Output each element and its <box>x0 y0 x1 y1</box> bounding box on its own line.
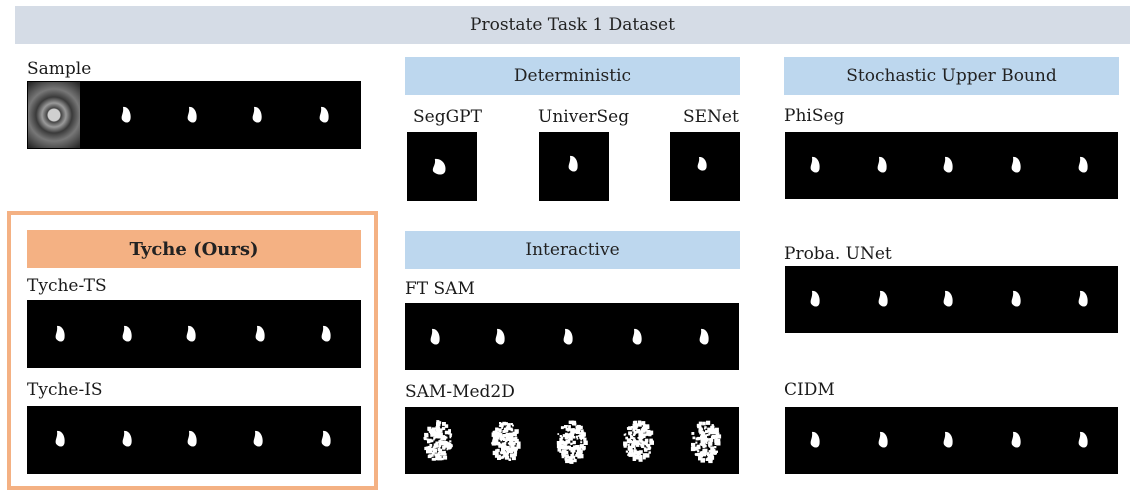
cidm-label: CIDM <box>784 380 835 400</box>
stochastic-header-label: Stochastic Upper Bound <box>846 66 1057 86</box>
sammed2d-mask-3 <box>556 420 588 464</box>
cidm-mask-1 <box>810 431 820 448</box>
tyche-is-mask-4 <box>253 430 263 447</box>
interactive-header-label: Interactive <box>525 240 620 260</box>
tyche-ts-mask-4 <box>255 325 265 342</box>
universeg-label: UniverSeg <box>538 107 630 127</box>
ftsam-mask-2 <box>495 328 505 345</box>
sammed2d-mask-4 <box>623 420 654 462</box>
probaunet-mask-4 <box>1011 290 1021 307</box>
page-title: Prostate Task 1 Dataset <box>470 15 675 35</box>
senet-label: SENet <box>683 107 739 127</box>
ftsam-mask-4 <box>632 328 642 345</box>
ftsam-mask-3 <box>563 328 573 345</box>
tyche-ts-mask-3 <box>186 325 196 342</box>
tyche-is-mask-1 <box>55 430 65 447</box>
tyche-is-mask-5 <box>321 430 331 447</box>
stochastic-header: Stochastic Upper Bound <box>784 57 1119 95</box>
probaunet-mask-5 <box>1078 290 1088 307</box>
tyche-ts-mask-5 <box>321 325 331 342</box>
probaunet-mask-3 <box>943 290 953 307</box>
cidm-mask-3 <box>943 431 953 448</box>
sample-label: Sample <box>27 59 92 79</box>
sample-mask-3 <box>252 106 262 123</box>
sammed2d-mask-1 <box>423 420 453 461</box>
phiseg-label: PhiSeg <box>784 106 845 126</box>
interactive-header: Interactive <box>405 231 740 269</box>
sammed2d-mask-2 <box>491 421 521 461</box>
tyche-is-mask-3 <box>187 430 197 447</box>
senet-blob <box>697 156 707 171</box>
cidm-mask-4 <box>1011 431 1021 448</box>
probaunet-mask-1 <box>810 290 820 307</box>
tyche-highlight-box <box>7 211 378 490</box>
sammed2d-label: SAM-Med2D <box>405 382 515 402</box>
seggpt-label: SegGPT <box>413 107 482 127</box>
ftsam-label: FT SAM <box>405 279 475 299</box>
tyche-ts-mask-2 <box>122 325 132 342</box>
phiseg-mask-1 <box>810 156 820 173</box>
tyche-ts-mask-1 <box>55 325 65 342</box>
probaunet-label: Proba. UNet <box>784 244 892 264</box>
cidm-mask-2 <box>878 431 888 448</box>
phiseg-mask-5 <box>1078 156 1088 173</box>
cidm-mask-5 <box>1078 431 1088 448</box>
tyche-is-mask-2 <box>122 430 132 447</box>
title-banner: Prostate Task 1 Dataset <box>15 6 1130 44</box>
phiseg-mask-2 <box>877 156 887 173</box>
ftsam-mask-5 <box>699 328 709 345</box>
deterministic-header: Deterministic <box>405 57 740 95</box>
sample-mask-1 <box>121 106 131 123</box>
sample-mask-2 <box>187 106 197 123</box>
tyche-ts-label: Tyche-TS <box>27 276 107 296</box>
ftsam-mask-1 <box>430 328 440 345</box>
tyche-header-label: Tyche (Ours) <box>129 238 259 260</box>
sample-mask-4 <box>319 106 329 123</box>
phiseg-mask-3 <box>943 156 953 173</box>
sammed2d-mask-5 <box>690 420 722 464</box>
universeg-blob <box>568 155 578 172</box>
tyche-is-label: Tyche-IS <box>27 380 103 400</box>
deterministic-header-label: Deterministic <box>513 66 632 86</box>
mri-sample-image <box>28 82 80 148</box>
phiseg-mask-4 <box>1011 156 1021 173</box>
seggpt-blob <box>432 158 446 175</box>
tyche-header: Tyche (Ours) <box>27 230 361 268</box>
probaunet-mask-2 <box>878 290 888 307</box>
